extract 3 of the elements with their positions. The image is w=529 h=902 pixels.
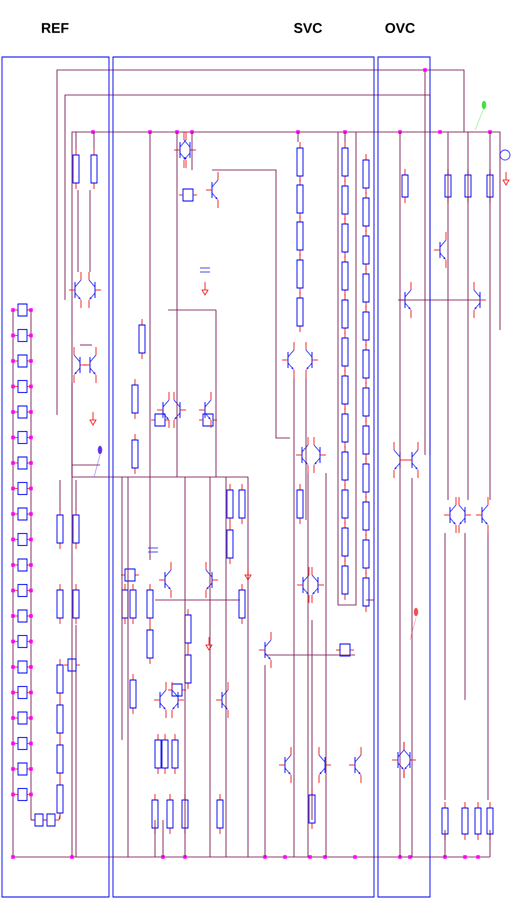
block-title: OVC [385,23,415,33]
block-title: SVC [294,23,322,33]
block-title: REF [42,23,68,33]
